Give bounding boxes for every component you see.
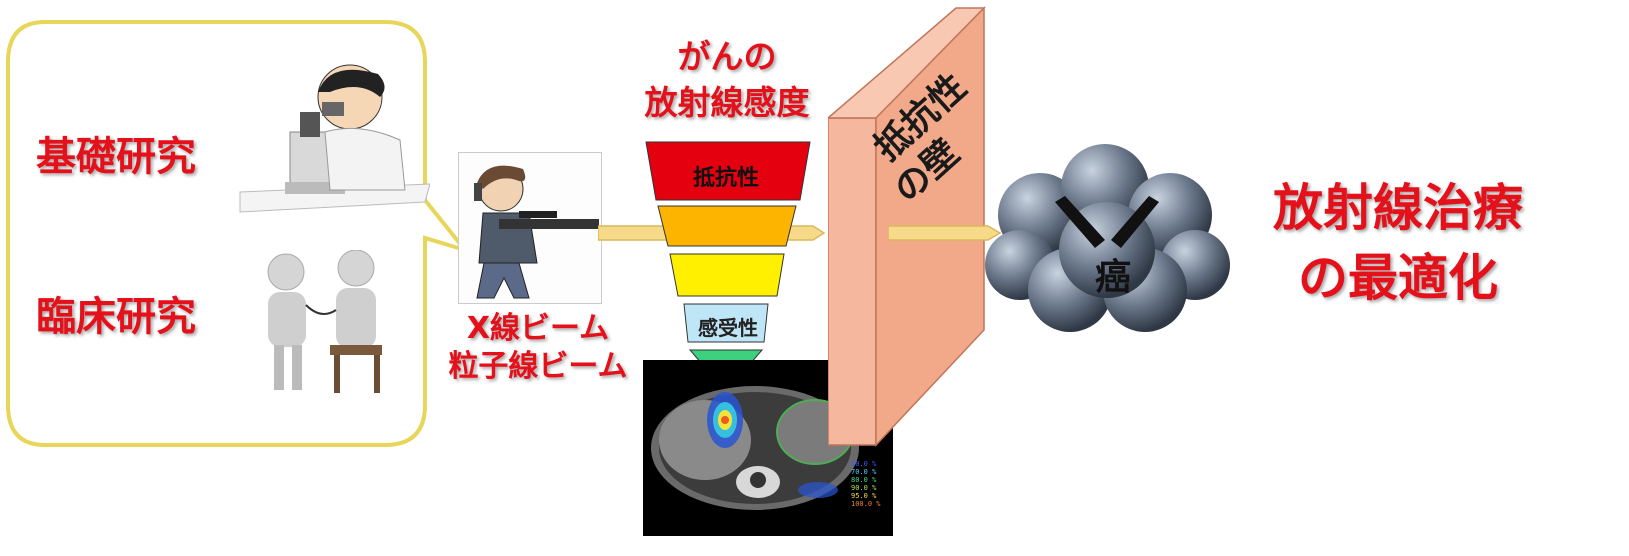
ct-legend-item: 80.0 % <box>851 476 877 484</box>
sensitivity-title-line1: がんの <box>677 37 777 76</box>
tumor-label: 癌 <box>1094 257 1131 298</box>
funnel-band-resistant <box>645 141 811 201</box>
scientist-microscope-illustration <box>239 64 430 213</box>
sensitive-band-label: 感受性 <box>698 316 758 340</box>
ct-legend-item: 90.0 % <box>851 484 877 492</box>
particle-beam-label: 粒子線ビーム <box>448 349 628 384</box>
sniper-character-panel <box>458 152 602 304</box>
funnel-band-yellow <box>669 253 785 297</box>
resistant-band-label: 抵抗性 <box>692 166 759 191</box>
ct-dose-legend: 40.0 % 70.0 % 80.0 % 90.0 % 95.0 % 100.0… <box>851 460 891 508</box>
funnel-band-orange <box>657 205 797 247</box>
ct-legend-item: 95.0 % <box>851 492 877 500</box>
tumor-cluster-icon <box>985 144 1230 332</box>
basic-research-label: 基礎研究 <box>36 134 196 180</box>
xray-beam-label: X線ビーム <box>466 311 610 346</box>
sensitivity-title-line2: 放射線感度 <box>644 83 810 122</box>
funnel-band-sensitive <box>683 303 769 343</box>
sniper-character-icon <box>474 165 599 299</box>
goal-title-line2: の最適化 <box>1298 249 1498 307</box>
goal-title-line1: 放射線治療 <box>1273 179 1523 237</box>
beam-arrow-2 <box>888 225 1002 241</box>
ct-legend-item: 40.0 % <box>851 460 877 468</box>
ct-legend-item: 70.0 % <box>851 468 877 476</box>
ct-legend-item: 100.0 % <box>851 500 881 508</box>
doctor-patient-illustration <box>267 250 382 393</box>
clinical-research-label: 臨床研究 <box>36 294 196 340</box>
